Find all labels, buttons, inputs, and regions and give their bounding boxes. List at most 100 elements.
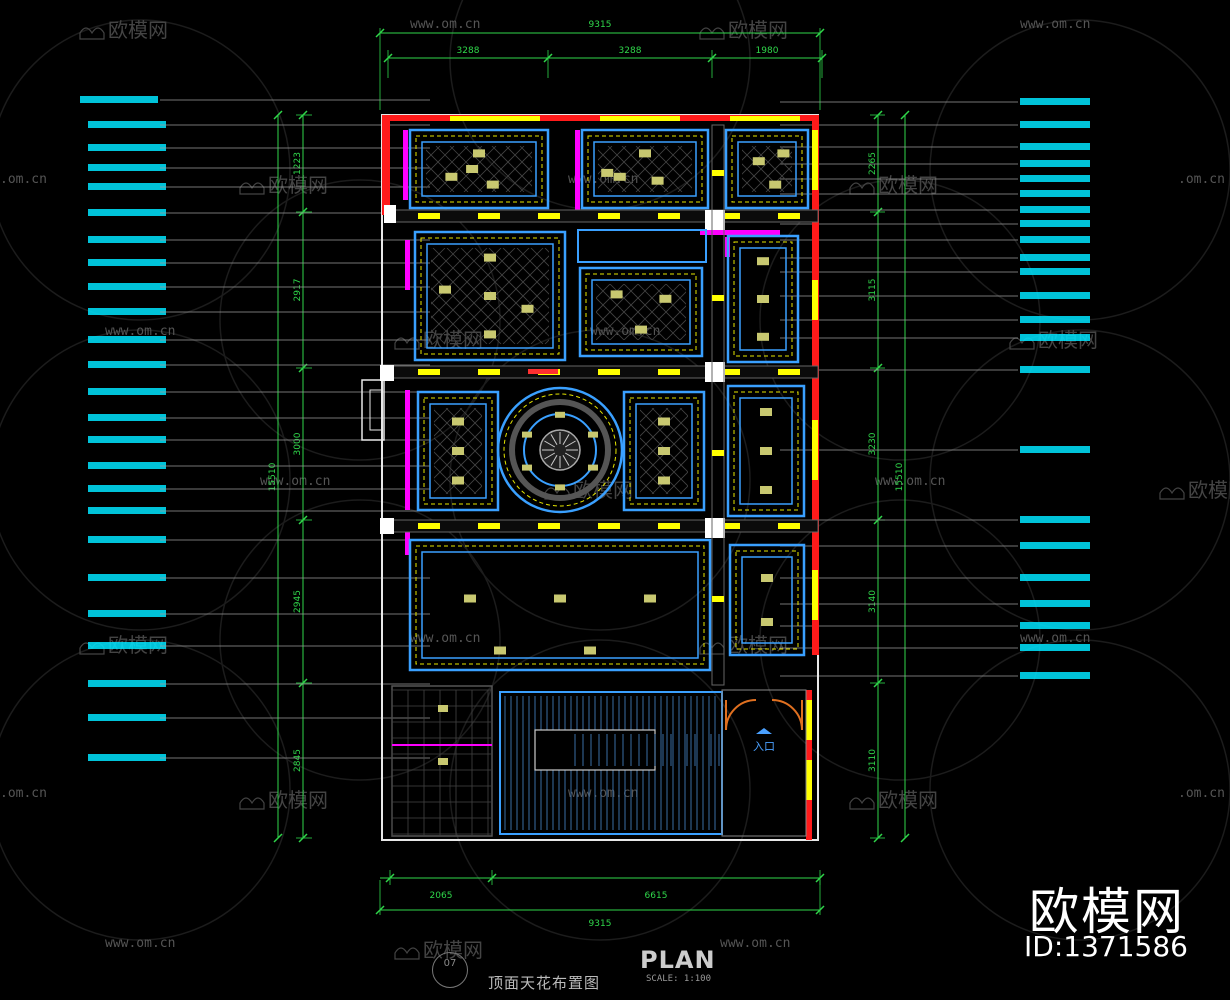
watermark-circle [0,639,291,941]
grid-line [516,248,549,281]
annotation-label-left [88,754,166,761]
ceiling-panel [408,538,712,672]
panel-inner [741,556,793,644]
grid-line [742,177,757,192]
drawing-scale: SCALE: 1:100 [646,974,712,984]
grid-line [431,248,488,305]
downlight-fixture [761,574,773,582]
downlight-fixture [635,325,647,334]
annotation-label-left [88,183,166,190]
grid-line [519,179,532,192]
rosette-spoke [544,452,556,460]
watermark-circle [929,329,1230,631]
sofa-logo-icon [239,797,265,810]
grid-line [665,284,686,305]
watermark-logo: 欧模网 [239,788,328,812]
annotation-label-left [88,680,166,687]
watermark-circle [759,499,1041,781]
annotation-label-right [1020,160,1090,167]
panel-inner [737,141,797,197]
magenta-strip [405,390,410,510]
downlight-fixture [484,330,496,339]
annotation-label-right [1020,206,1090,213]
magenta-strip [405,525,410,555]
annotation-label-right [1020,644,1090,651]
dim-right-seg: 3230 [868,432,878,455]
downlight-fixture [658,447,670,455]
downlight-fixture [760,486,772,494]
grid-line [623,284,681,340]
annotation-label-right [1020,366,1090,373]
linear-light [658,523,680,529]
yellow-strip [806,700,812,740]
grid-line [598,177,613,192]
sheet-number-circle: 07 [432,952,468,988]
dim-bottom-total: 9315 [589,919,612,929]
watermark-circle [0,19,291,321]
linear-light [598,523,620,529]
ceiling-panel [726,234,800,364]
downlight-fixture [658,476,670,485]
grid-line [736,408,822,494]
column [705,518,725,538]
linear-light [712,170,724,176]
dim-top-total: 9315 [589,20,612,30]
yellow-strip [600,116,680,121]
grid-line [663,163,692,192]
annotation-label-left [88,209,166,216]
watermark-logo-text: 欧模网 [878,173,938,197]
dim-right-total: 15510 [895,462,905,491]
entrance-label: 入口 [753,740,775,753]
yellow-strip [812,280,818,320]
annotation-label-left [88,436,166,443]
panel-inner [421,551,699,659]
grid-line [596,284,653,340]
annotation-label-left [88,462,166,469]
annotation-label-left [88,144,166,151]
downlight-fixture [494,646,506,655]
linear-light [478,523,500,529]
vertical-corridor [711,124,725,686]
downlight-fixture [484,253,496,262]
panel-inner [421,141,537,197]
watermark-url: www.om.cn [105,324,175,339]
downlight-fixture [752,157,765,166]
grid-line [596,284,597,285]
annotation-label-left [88,308,166,315]
grid-line [460,255,549,344]
cove-light-line [733,391,799,511]
annotation-label-left [88,336,166,343]
yellow-strip [730,116,800,121]
downlight-fixture [588,431,598,438]
downlight-fixture [439,285,451,294]
downlight-fixture [522,431,532,438]
cove-light-line [415,135,543,203]
grid-line [434,415,482,465]
grid-line [665,408,688,431]
linear-light [712,295,724,301]
sofa-logo-icon [1009,337,1035,350]
downlight-fixture [584,646,596,655]
ceiling-strip [577,229,707,263]
grid-line [431,248,460,277]
dim-top-seg: 1980 [756,46,779,56]
grid-line [530,325,549,344]
grid-line [431,301,474,344]
watermark-url: .om.cn [1178,172,1225,187]
watermark-logo-text: 欧模网 [728,18,788,42]
linear-light [478,369,500,375]
grid-line [477,146,525,192]
grid-line [722,284,778,340]
annotation-label-left [88,485,166,492]
yellow-strip [450,116,540,121]
annotation-label-left [88,388,166,395]
linear-light [718,523,740,529]
dim-left-seg: 2945 [293,590,303,613]
column [384,205,396,223]
annotation-label-right [1020,516,1090,523]
grid-line [459,408,482,431]
grid-line [434,465,463,494]
grid-line [736,408,822,494]
watermark-logo-text: 欧模网 [1188,478,1230,502]
annotation-label-left [88,236,166,243]
